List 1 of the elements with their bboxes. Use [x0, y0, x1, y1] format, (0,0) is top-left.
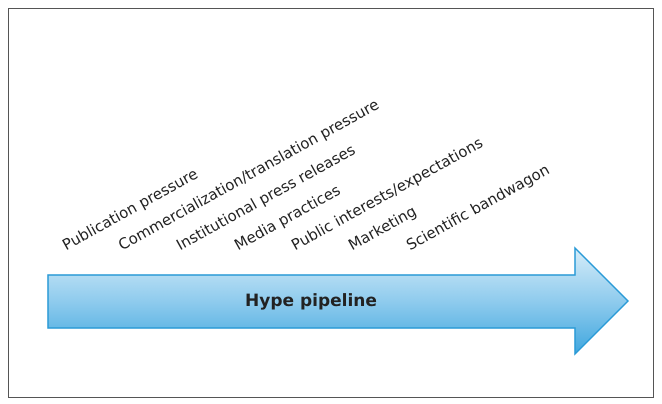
arrow-label: Hype pipeline: [244, 290, 378, 312]
